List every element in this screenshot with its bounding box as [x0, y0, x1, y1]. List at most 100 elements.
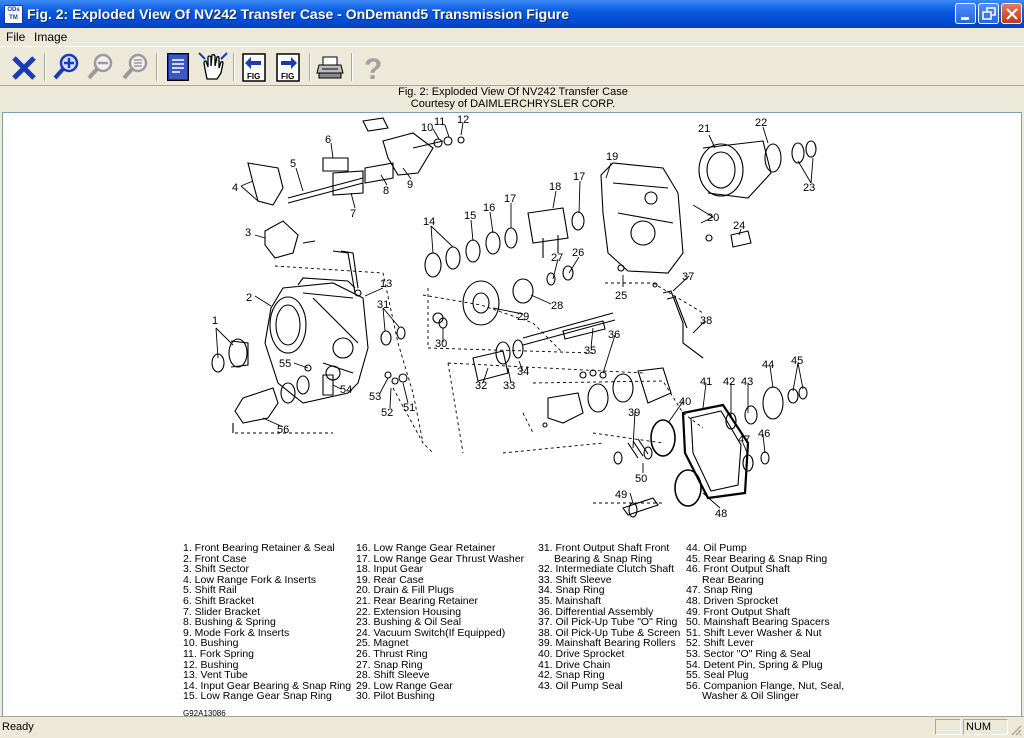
legend-item: 20. Drain & Fill Plugs: [356, 584, 455, 597]
next-figure-icon: FIG: [276, 53, 300, 82]
previous-figure-button[interactable]: FIG: [239, 51, 271, 83]
low-range-gear-drawing: [438, 265, 574, 329]
front-bearing-retainer-drawing: [211, 338, 249, 373]
app-icon: ODs TM: [4, 5, 23, 24]
exploded-view-diagram: 1 2 3 4 5 6 7 8 9 10 11 12 13 14 15 16 1…: [211, 114, 817, 520]
companion-flange-drawing: [232, 375, 310, 433]
callout-54: 54: [340, 384, 352, 396]
restore-button[interactable]: [978, 3, 999, 24]
callout-17: 17: [504, 193, 516, 205]
legend-item: 51. Shift Lever Washer & Nut: [686, 626, 822, 639]
callout-29: 29: [517, 311, 529, 323]
callout-21: 21: [698, 123, 710, 135]
zoom-in-button[interactable]: [51, 51, 83, 83]
zoom-fit-icon: [122, 53, 148, 80]
menu-image[interactable]: Image: [34, 30, 68, 44]
legend-item: Bearing & Snap Ring: [554, 552, 653, 565]
toolbar-separator: [233, 53, 235, 81]
legend-item: Rear Bearing: [702, 573, 764, 586]
minimize-icon: [961, 17, 969, 20]
callout-49: 49: [615, 489, 627, 501]
legend-item: 54. Detent Pin, Spring & Plug: [686, 658, 823, 671]
legend-item: 52. Shift Lever: [686, 637, 754, 650]
close-figure-button[interactable]: [8, 51, 40, 83]
legend-item: 16. Low Range Gear Retainer: [356, 542, 496, 554]
status-panel-blank: [935, 719, 961, 735]
oil-pickup-tube-drawing: [662, 290, 704, 359]
legend-item: 38. Oil Pick-Up Tube & Screen: [538, 626, 681, 639]
zoom-out-button[interactable]: [85, 51, 117, 83]
legend-item: 1. Front Bearing Retainer & Seal: [183, 542, 335, 554]
figure-code: G92A13086: [183, 709, 226, 718]
legend-item: 30. Pilot Bushing: [356, 690, 435, 703]
zoom-fit-button[interactable]: [120, 51, 152, 83]
callout-2: 2: [246, 292, 252, 304]
callout-6: 6: [325, 134, 331, 146]
callout-27: 27: [551, 252, 563, 264]
callout-3: 3: [245, 227, 251, 239]
mainshaft-drawing: [472, 312, 616, 382]
resize-grip-icon[interactable]: [1010, 724, 1022, 736]
legend-item: 41. Drive Chain: [538, 658, 611, 671]
shift-sector-drawing: [264, 220, 356, 294]
callout-12: 12: [457, 114, 469, 126]
callout-31: 31: [377, 299, 389, 311]
next-figure-button[interactable]: FIG: [273, 51, 305, 83]
print-icon: [316, 56, 344, 79]
callout-32: 32: [475, 380, 487, 392]
callout-10: 10: [421, 122, 433, 134]
callout-5: 5: [290, 158, 296, 170]
legend-item: 13. Vent Tube: [183, 669, 248, 682]
caption-title: Fig. 2: Exploded View Of NV242 Transfer …: [398, 86, 628, 98]
legend-item: 8. Bushing & Spring: [183, 616, 276, 629]
legend-item: 48. Driven Sprocket: [686, 594, 779, 607]
legend-item: 21. Rear Bearing Retainer: [356, 594, 478, 607]
legend-item: 9. Mode Fork & Inserts: [183, 626, 290, 639]
vacuum-switch-drawing: [705, 230, 752, 248]
callout-50: 50: [635, 473, 647, 485]
svg-text:?: ?: [364, 53, 382, 83]
callout-56: 56: [277, 424, 289, 436]
toolbar: FIG FIG ?: [0, 46, 1024, 86]
callout-40: 40: [679, 396, 691, 408]
callout-18: 18: [549, 181, 561, 193]
legend-item: 43. Oil Pump Seal: [538, 679, 623, 692]
callout-44: 44: [762, 359, 774, 371]
legend-item: 7. Slider Bracket: [183, 605, 261, 618]
help-button[interactable]: ?: [356, 51, 388, 83]
sprockets-drawing: [622, 419, 702, 518]
legend-item: 17. Low Range Gear Thrust Washer: [356, 552, 525, 565]
callout-38: 38: [700, 315, 712, 327]
callout-53: 53: [369, 391, 381, 403]
window-title: Fig. 2: Exploded View Of NV242 Transfer …: [27, 6, 570, 22]
minimize-button[interactable]: [955, 3, 976, 24]
zoom-in-icon: [53, 53, 79, 80]
callout-19: 19: [606, 151, 618, 163]
legend-item: Washer & Oil Slinger: [702, 690, 800, 703]
leader-lines: [215, 122, 814, 509]
legend-item: 15. Low Range Gear Snap Ring: [183, 690, 332, 703]
shift-assembly-drawing: [247, 117, 465, 206]
print-button[interactable]: [315, 51, 347, 83]
callout-51: 51: [403, 402, 415, 414]
document-icon: [167, 53, 189, 81]
callout-26: 26: [572, 247, 584, 259]
pan-button[interactable]: [197, 51, 229, 83]
toolbar-separator: [156, 53, 158, 81]
close-button[interactable]: [1001, 3, 1022, 24]
menu-file[interactable]: File: [6, 30, 26, 44]
close-x-icon: [12, 56, 36, 80]
legend-item: 29. Low Range Gear: [356, 679, 453, 692]
figure-canvas[interactable]: 1 2 3 4 5 6 7 8 9 10 11 12 13 14 15 16 1…: [2, 112, 1022, 718]
callout-13: 13: [380, 278, 392, 290]
caption-courtesy: Courtesy of DAIMLERCHRYSLER CORP.: [410, 98, 616, 110]
callout-17b: 17: [573, 171, 585, 183]
figure-caption: Fig. 2: Exploded View Of NV242 Transfer …: [0, 86, 1024, 112]
help-icon: ?: [364, 53, 382, 83]
legend-item: 12. Bushing: [183, 658, 239, 671]
document-button[interactable]: [163, 51, 195, 83]
callout-8: 8: [383, 185, 389, 197]
status-panel-num: NUM: [963, 719, 1008, 735]
restore-icon: [982, 7, 996, 20]
